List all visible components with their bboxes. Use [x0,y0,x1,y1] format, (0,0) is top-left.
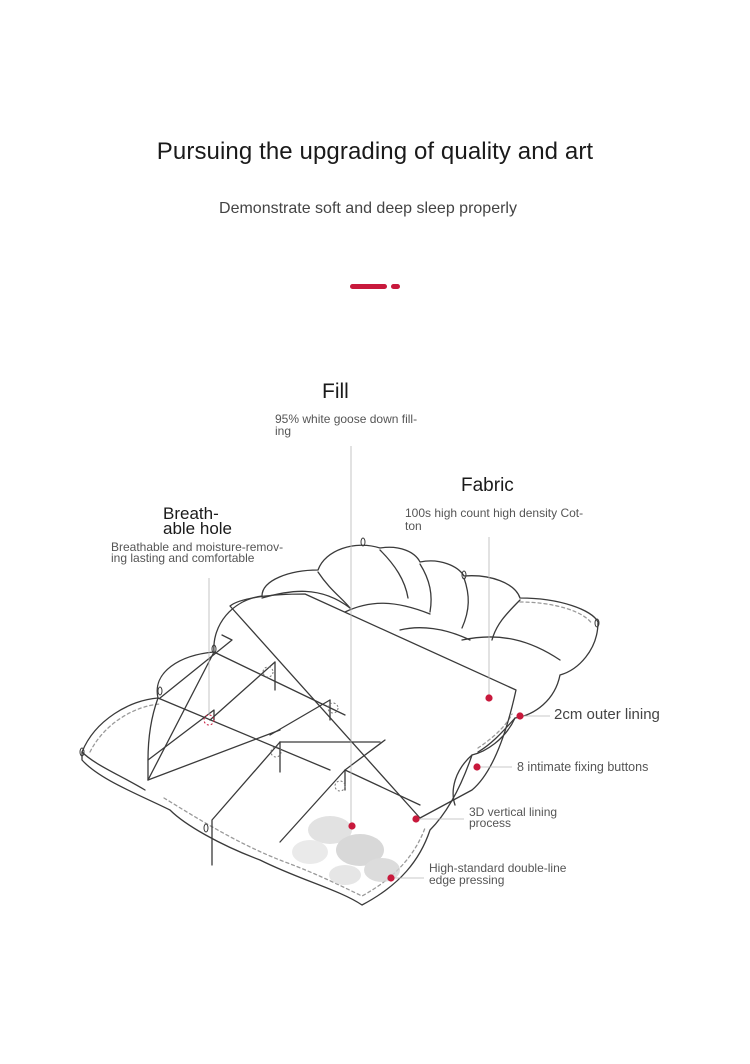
edge-pressing-marker [387,874,394,881]
fixing-buttons-label: 8 intimate fixing buttons [517,761,648,773]
fabric-title: Fabric [461,476,514,495]
fill-desc-line1: 95% white goose down fill- [275,413,417,425]
fill-desc-line2: ing [275,425,291,437]
edge-pressing-label-line2: edge pressing [429,874,504,886]
breathable-title-line2: able hole [163,520,232,537]
goose-down-illustration [292,816,400,885]
fill-marker [348,822,355,829]
vertical-lining-marker [412,815,419,822]
fabric-desc-line1: 100s high count high density Cot- [405,507,583,519]
fixing-button-marker [473,763,480,770]
outer-lining-marker [516,712,523,719]
fabric-flap [230,594,516,818]
fabric-desc-line2: ton [405,520,422,532]
fabric-marker [485,694,492,701]
vertical-lining-label-line2: process [469,817,511,829]
fill-title: Fill [322,381,349,402]
breathable-desc-line2: ing lasting and comfortable [111,552,254,564]
outer-lining-label: 2cm outer lining [554,707,660,722]
